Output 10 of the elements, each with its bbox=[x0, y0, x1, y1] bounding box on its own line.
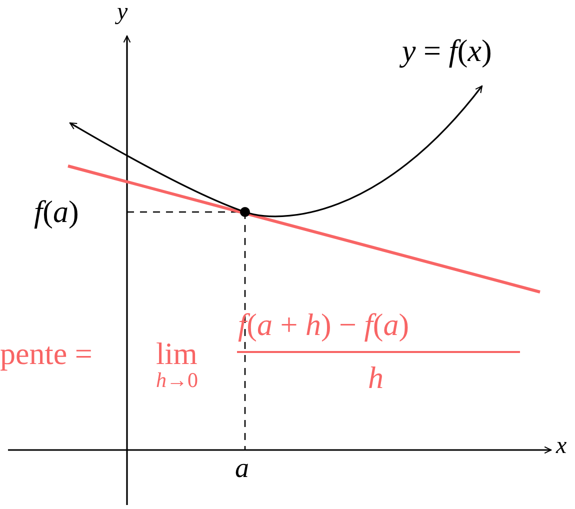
function-label: y = f(x) bbox=[402, 35, 492, 66]
formula-text: lim bbox=[156, 338, 198, 369]
formula-text: pente = bbox=[0, 338, 92, 369]
axis-label: x bbox=[556, 434, 567, 458]
point-label: a bbox=[235, 455, 249, 483]
formula-denominator: h bbox=[368, 362, 384, 393]
formula-subscript: h→0 bbox=[156, 370, 198, 391]
axis-label: y bbox=[117, 0, 128, 24]
formula-numerator: f(a + h) − f(a) bbox=[238, 309, 410, 340]
value-label: f(a) bbox=[34, 196, 79, 227]
